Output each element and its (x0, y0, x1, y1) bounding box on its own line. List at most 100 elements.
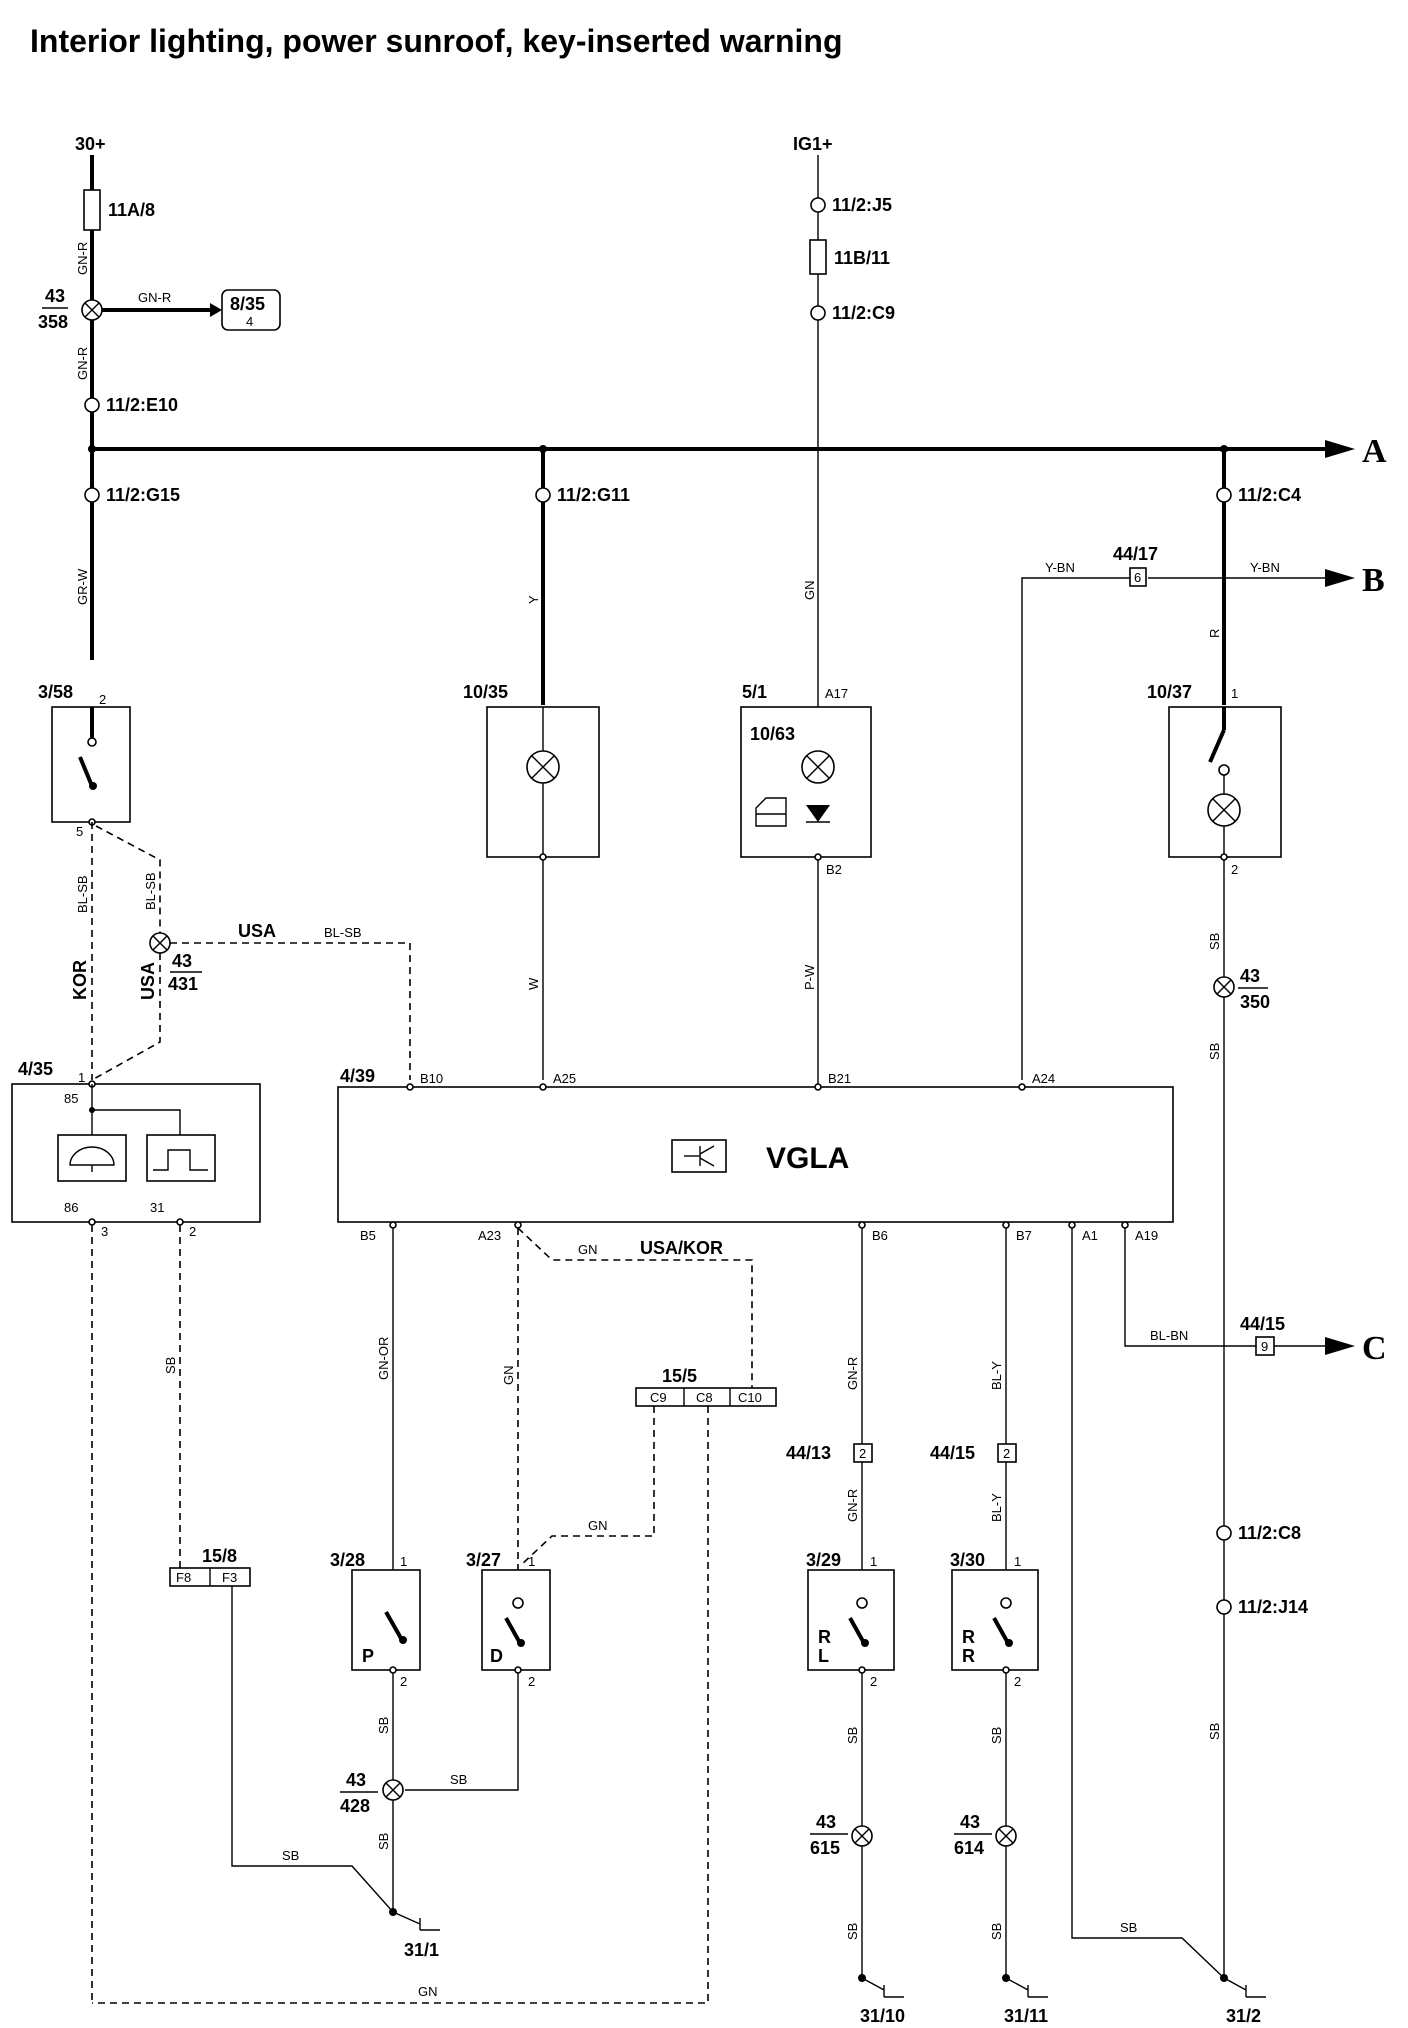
svg-text:SB: SB (1207, 1723, 1222, 1740)
svg-text:11B/11: 11B/11 (834, 248, 890, 268)
comp-15-8-label: 15/8 (202, 1546, 237, 1566)
comp-10-63 (740, 706, 872, 858)
comp-4-35-label: 4/35 (18, 1059, 53, 1079)
comp-10-35-label: 10/35 (463, 682, 508, 702)
svg-text:GN: GN (501, 1366, 516, 1386)
svg-text:P-W: P-W (802, 964, 817, 990)
svg-text:44/17: 44/17 (1113, 544, 1158, 564)
bat-label: 30+ (75, 134, 106, 154)
switch-icon (78, 756, 94, 787)
ground-31-11: 31/11 (1004, 2006, 1048, 2026)
conn-c9 (810, 305, 826, 321)
svg-text:GN: GN (578, 1242, 598, 1257)
ign-label: IG1+ (793, 134, 833, 154)
conn-c4 (1216, 487, 1232, 503)
svg-text:6: 6 (1134, 570, 1141, 585)
switch-icon (1208, 729, 1226, 763)
svg-text:GN: GN (802, 581, 817, 601)
svg-text:1: 1 (1231, 686, 1238, 701)
svg-text:SB: SB (282, 1848, 299, 1863)
svg-text:43: 43 (1240, 966, 1260, 986)
svg-text:KOR: KOR (70, 960, 90, 1000)
svg-text:Y-BN: Y-BN (1045, 560, 1075, 575)
svg-text:SB: SB (1207, 933, 1222, 950)
fuse-11a8 (83, 189, 101, 231)
svg-text:BL-SB: BL-SB (324, 925, 362, 940)
svg-text:BL-SB: BL-SB (143, 872, 158, 910)
switch-icon (992, 1617, 1010, 1644)
comp-3-27-label: 3/27 (466, 1550, 501, 1570)
svg-text:A19: A19 (1135, 1228, 1158, 1243)
svg-text:USA/KOR: USA/KOR (640, 1238, 723, 1258)
svg-text:2: 2 (1014, 1674, 1021, 1689)
svg-text:A17: A17 (825, 686, 848, 701)
svg-text:BL-SB: BL-SB (75, 875, 90, 913)
svg-text:44/13: 44/13 (786, 1443, 831, 1463)
ref-8-35 (221, 289, 281, 331)
svg-text:44/15: 44/15 (930, 1443, 975, 1463)
svg-text:SB: SB (1207, 1043, 1222, 1060)
switch-icon (504, 1617, 522, 1644)
svg-text:11/2:C8: 11/2:C8 (1238, 1523, 1301, 1543)
svg-text:2: 2 (400, 1674, 407, 1689)
svg-text:BL-BN: BL-BN (1150, 1328, 1188, 1343)
svg-text:1: 1 (78, 1070, 85, 1085)
svg-text:86: 86 (64, 1200, 78, 1215)
svg-text:C10: C10 (738, 1390, 762, 1405)
conn-c8 (1216, 1525, 1232, 1541)
svg-text:GN-R: GN-R (845, 1489, 860, 1522)
svg-text:1: 1 (870, 1554, 877, 1569)
svg-text:A25: A25 (553, 1071, 576, 1086)
svg-text:GR-W: GR-W (75, 568, 90, 605)
svg-text:4: 4 (246, 314, 253, 329)
svg-text:Y-BN: Y-BN (1250, 560, 1280, 575)
svg-text:2: 2 (528, 1674, 535, 1689)
fuse-11b11 (809, 239, 827, 275)
svg-text:43: 43 (816, 1812, 836, 1832)
diode-icon (806, 805, 830, 822)
conn-15-5 (635, 1387, 777, 1407)
svg-text:10/63: 10/63 (750, 724, 795, 744)
svg-text:SB: SB (1120, 1920, 1137, 1935)
svg-text:428: 428 (340, 1796, 370, 1816)
svg-text:GN-OR: GN-OR (376, 1337, 391, 1380)
svg-text:Y: Y (526, 595, 541, 604)
svg-text:C8: C8 (696, 1390, 713, 1405)
svg-text:D: D (490, 1646, 503, 1666)
arrow-b-label: B (1362, 562, 1385, 599)
svg-text:3: 3 (101, 1224, 108, 1239)
svg-text:44/15: 44/15 (1240, 1314, 1285, 1334)
svg-text:11/2:C9: 11/2:C9 (832, 303, 895, 323)
svg-text:F3: F3 (222, 1570, 237, 1585)
svg-text:2: 2 (1003, 1446, 1010, 1461)
svg-text:85: 85 (64, 1091, 78, 1106)
svg-text:B10: B10 (420, 1071, 443, 1086)
svg-text:B21: B21 (828, 1071, 851, 1086)
svg-text:B2: B2 (826, 862, 842, 877)
svg-text:B7: B7 (1016, 1228, 1032, 1243)
comp-3-28-label: 3/28 (330, 1550, 365, 1570)
svg-text:B5: B5 (360, 1228, 376, 1243)
svg-text:2: 2 (99, 692, 106, 707)
power-bus: A (91, 433, 1387, 470)
svg-text:F8: F8 (176, 1570, 191, 1585)
conn-j14 (1216, 1599, 1232, 1615)
ground-31-10: 31/10 (860, 2006, 905, 2026)
svg-text:B6: B6 (872, 1228, 888, 1243)
svg-text:431: 431 (168, 974, 198, 994)
svg-text:43: 43 (45, 286, 65, 306)
svg-text:A1: A1 (1082, 1228, 1098, 1243)
svg-text:31: 31 (150, 1200, 164, 1215)
vgla-label: VGLA (766, 1142, 849, 1175)
comp-4-39-label: 4/39 (340, 1066, 375, 1086)
svg-text:2: 2 (859, 1446, 866, 1461)
svg-text:11/2:J5: 11/2:J5 (832, 195, 892, 215)
svg-text:SB: SB (845, 1727, 860, 1744)
pulse-icon (146, 1134, 216, 1182)
svg-text:43: 43 (960, 1812, 980, 1832)
diagram-title: Interior lighting, power sunroof, key-in… (30, 23, 843, 59)
svg-text:1: 1 (400, 1554, 407, 1569)
inline-44-17 (1129, 567, 1147, 587)
svg-text:R: R (962, 1627, 975, 1647)
